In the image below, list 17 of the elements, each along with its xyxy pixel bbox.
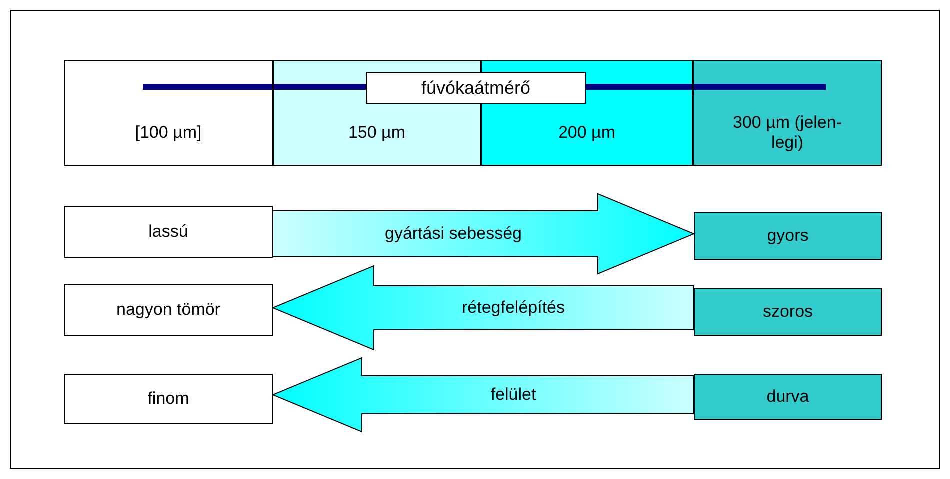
- scale-cell: 300 µm (jelen-legi): [693, 104, 882, 166]
- label-box: durva: [694, 374, 882, 420]
- label-box: nagyon tömör: [64, 284, 273, 336]
- block-arrow: [272, 265, 694, 351]
- edge-label: felület: [490, 385, 536, 405]
- label-box: gyors: [694, 212, 882, 260]
- block-arrow: [272, 357, 694, 433]
- scale-cell: 200 µm: [481, 104, 693, 166]
- edge-label: rétegfelépítés: [462, 298, 565, 318]
- scale-cell: 150 µm: [273, 104, 481, 166]
- label-box: szoros: [694, 288, 882, 336]
- scale-cell: [100 µm]: [64, 104, 273, 166]
- label-box: finom: [64, 374, 273, 424]
- title-box: fúvókaátmérő: [366, 72, 586, 104]
- label-box: lassú: [64, 206, 273, 258]
- block-arrow: [272, 193, 696, 275]
- edge-label: gyártási sebesség: [384, 224, 522, 244]
